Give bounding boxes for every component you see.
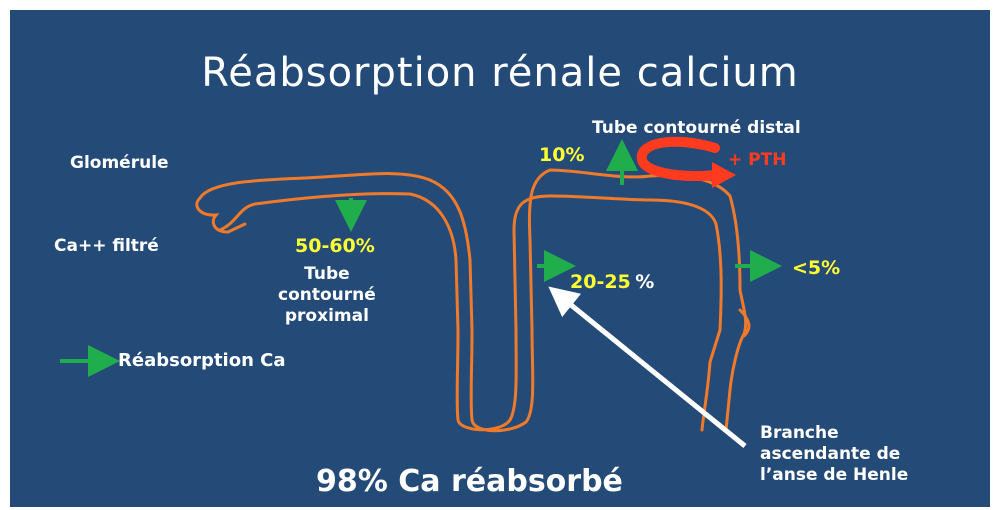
henle-pointer-arrow <box>560 296 745 446</box>
page-title: Réabsorption rénale calcium <box>10 50 990 96</box>
slide: Réabsorption rénale calcium Glomérule Ca… <box>10 10 990 507</box>
pth-label: + PTH <box>728 150 786 170</box>
footer-summary: 98% Ca réabsorbé <box>316 464 623 499</box>
tube-distal-label: Tube contourné distal <box>592 118 801 138</box>
henle-percentage-value: 20-25 <box>570 271 631 293</box>
henle-percentage: 20-25 % <box>570 271 654 293</box>
henle-percentage-unit: % <box>635 271 654 293</box>
pth-curved-arrow <box>642 142 715 176</box>
henle-label: Branche ascendante de l’anse de Henle <box>760 423 908 486</box>
proximal-percentage: 50-60% <box>295 235 375 257</box>
collecting-percentage: <5% <box>792 257 840 279</box>
tube-proximal-label: Tube contourné proximal <box>278 264 376 327</box>
distal-percentage: 10% <box>539 144 584 166</box>
glomerule-label: Glomérule <box>70 153 169 173</box>
legend-label: Réabsorption Ca <box>118 350 286 371</box>
ca-filtre-label: Ca++ filtré <box>54 236 159 256</box>
